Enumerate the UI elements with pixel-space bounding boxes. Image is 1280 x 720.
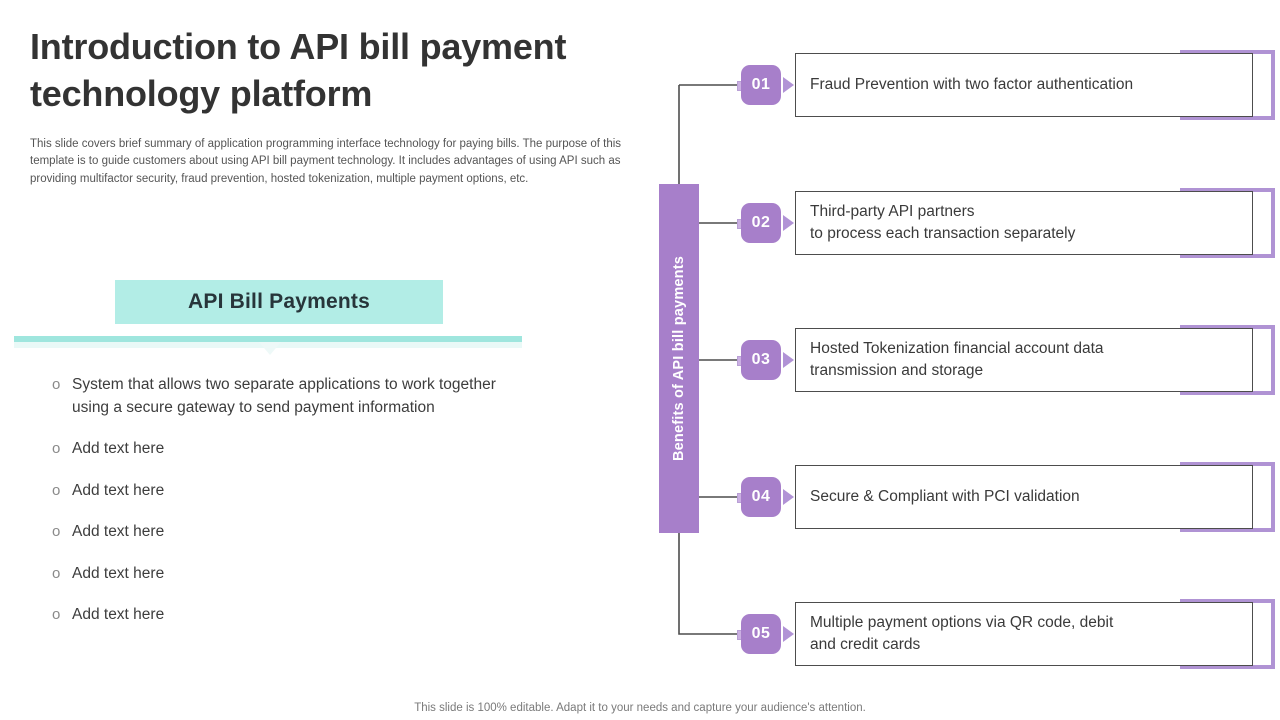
teal-divider-notch-icon <box>259 342 281 355</box>
section-heading-api-bill-payments: API Bill Payments <box>115 280 443 324</box>
list-item-label: Add text here <box>72 481 165 499</box>
benefit-row[interactable]: Third-party API partners to process each… <box>655 188 1280 258</box>
bullet-marker-icon: o <box>52 523 61 540</box>
list-item-label: System that allows two separate applicat… <box>72 376 496 416</box>
list-item-label: Add text here <box>72 606 165 623</box>
list-item: o Add text here <box>52 438 522 461</box>
benefit-row[interactable]: Secure & Compliant with PCI validation 04 <box>655 462 1280 532</box>
step-number-badge[interactable]: 03 <box>741 340 781 380</box>
arrow-right-icon <box>783 489 794 505</box>
benefit-card[interactable] <box>795 191 1253 255</box>
teal-divider-rule <box>14 336 522 342</box>
bullet-marker-icon: o <box>52 606 61 623</box>
benefit-card-label: Hosted Tokenization financial account da… <box>810 340 1104 379</box>
benefit-card[interactable] <box>795 465 1253 529</box>
arrow-right-icon <box>783 77 794 93</box>
benefit-card-label: Third-party API partners to process each… <box>810 203 1076 242</box>
bullet-list: o System that allows two separate applica… <box>52 374 522 646</box>
card-accent-bracket <box>1180 599 1275 669</box>
benefits-diagram: Benefits of API bill payments Fraud Prev… <box>655 0 1280 700</box>
bullet-marker-icon: o <box>52 481 61 499</box>
bullet-marker-icon: o <box>52 564 61 582</box>
list-item-label: Add text here <box>72 523 165 540</box>
benefit-card[interactable] <box>795 602 1253 666</box>
benefit-card-label: Fraud Prevention with two factor authent… <box>810 76 1134 93</box>
benefit-card[interactable] <box>795 53 1253 117</box>
bullet-marker-icon: o <box>52 376 61 393</box>
intro-paragraph: This slide covers brief summary of appli… <box>30 138 622 185</box>
benefit-card-label: Multiple payment options via QR code, de… <box>810 614 1114 653</box>
benefit-row[interactable]: Hosted Tokenization financial account da… <box>655 325 1280 395</box>
step-number-badge[interactable]: 05 <box>741 614 781 654</box>
list-item: o Add text here <box>52 480 522 503</box>
list-item: o Add text here <box>52 563 522 586</box>
connector-lines <box>678 84 741 635</box>
list-item: o Add text here <box>52 521 522 544</box>
vertical-axis-bar: Benefits of API bill payments <box>659 184 699 533</box>
bullet-marker-icon: o <box>52 440 61 457</box>
card-accent-bracket <box>1180 188 1275 258</box>
step-number-badge[interactable]: 04 <box>741 477 781 517</box>
list-item-label: Add text here <box>72 440 165 457</box>
left-column: Introduction to API bill payment technol… <box>14 26 622 646</box>
page-title: Introduction to API bill payment technol… <box>30 26 567 114</box>
step-number-badge[interactable]: 02 <box>741 203 781 243</box>
arrow-right-icon <box>783 352 794 368</box>
footer-note: This slide is 100% editable. Adapt it to… <box>414 702 866 714</box>
list-item-label: Add text here <box>72 564 165 582</box>
list-item: o Add text here <box>52 604 522 627</box>
card-accent-bracket <box>1180 462 1275 532</box>
step-number-badge[interactable]: 01 <box>741 65 781 105</box>
arrow-right-icon <box>783 215 794 231</box>
benefit-card[interactable] <box>795 328 1253 392</box>
benefit-card-label: Secure & Compliant with PCI validation <box>810 488 1080 505</box>
arrow-right-icon <box>783 626 794 642</box>
card-accent-bracket <box>1180 325 1275 395</box>
list-item: o System that allows two separate applica… <box>52 374 522 419</box>
benefit-row[interactable]: Fraud Prevention with two factor authent… <box>655 50 1280 120</box>
benefit-row[interactable]: Multiple payment options via QR code, de… <box>655 599 1280 669</box>
card-accent-bracket <box>1180 50 1275 120</box>
